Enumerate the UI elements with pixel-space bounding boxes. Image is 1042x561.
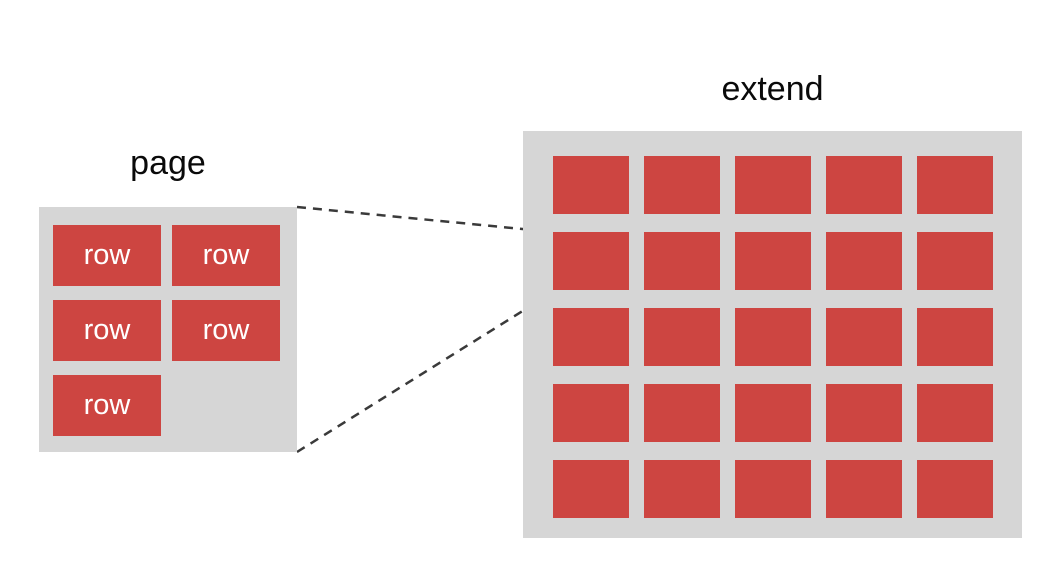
extend-cell — [644, 460, 720, 518]
extend-cell — [917, 460, 993, 518]
extend-cell — [553, 460, 629, 518]
extend-box — [523, 131, 1022, 538]
extend-label: extend — [721, 70, 824, 108]
extend-cell — [644, 308, 720, 366]
extend-cell — [553, 232, 629, 290]
extend-cell — [644, 232, 720, 290]
page-row-cell: row — [172, 300, 280, 361]
page-row-cell-empty — [172, 375, 280, 436]
extend-cell — [917, 156, 993, 214]
extend-cell — [735, 156, 811, 214]
extend-cell — [917, 308, 993, 366]
page-row-cell: row — [172, 225, 280, 286]
extend-cell — [826, 384, 902, 442]
extend-cell — [826, 156, 902, 214]
page-row-cell: row — [53, 300, 161, 361]
extend-cell — [553, 308, 629, 366]
extend-cell — [735, 460, 811, 518]
extend-cell — [735, 308, 811, 366]
extend-cell — [826, 460, 902, 518]
page-row-grid: row row row row row — [53, 225, 283, 436]
extend-cell — [735, 384, 811, 442]
extend-cell — [553, 384, 629, 442]
connector-line-bottom — [296, 290, 554, 454]
connector-line-top — [296, 205, 554, 234]
extend-cell — [553, 156, 629, 214]
extend-cell — [644, 156, 720, 214]
extend-cell — [917, 384, 993, 442]
page-box: row row row row row — [39, 207, 297, 452]
extend-cell-grid — [553, 156, 993, 518]
extend-cell — [826, 232, 902, 290]
extend-cell — [644, 384, 720, 442]
extend-cell — [917, 232, 993, 290]
extend-cell — [735, 232, 811, 290]
page-row-cell: row — [53, 375, 161, 436]
extend-cell — [826, 308, 902, 366]
page-row-cell: row — [53, 225, 161, 286]
page-label: page — [130, 144, 206, 182]
